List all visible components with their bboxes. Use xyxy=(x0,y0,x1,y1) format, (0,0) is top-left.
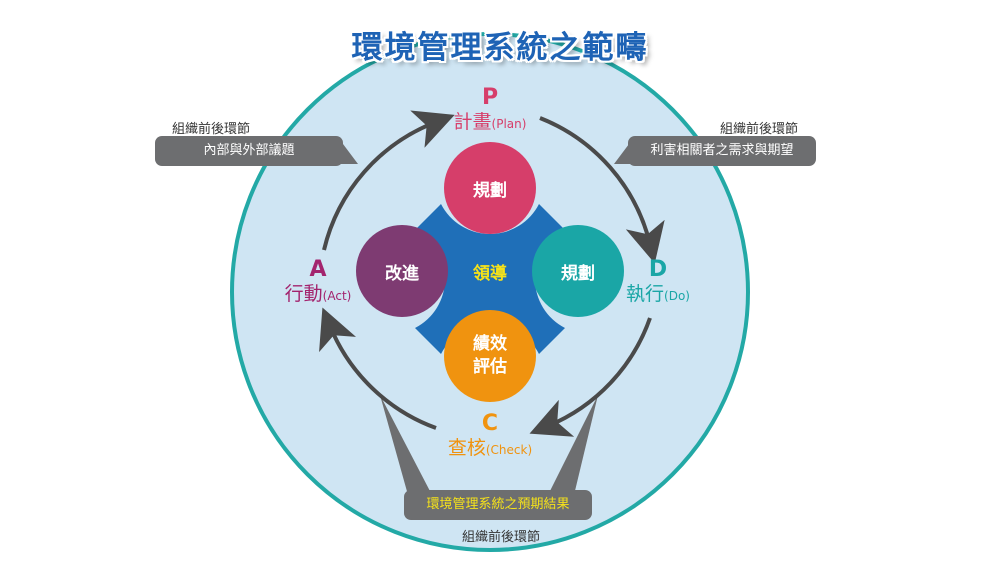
callout-bottom-box: 環境管理系統之預期結果 xyxy=(404,490,592,520)
phase-do: D 執行(Do) xyxy=(598,258,718,306)
phase-do-letter: D xyxy=(648,257,668,282)
circle-act-text: 改進 xyxy=(385,264,419,284)
phase-plan: P 計畫(Plan) xyxy=(430,86,550,134)
circle-plan xyxy=(444,142,536,234)
phase-do-label: 執行(Do) xyxy=(598,282,718,306)
phase-check: C 查核(Check) xyxy=(420,412,560,460)
phase-act-en: (Act) xyxy=(322,289,352,303)
circle-plan-text: 規劃 xyxy=(473,181,507,201)
phase-act: A 行動(Act) xyxy=(258,258,378,306)
callout-top-right-label: 組織前後環節 xyxy=(720,122,799,137)
phase-do-en: (Do) xyxy=(664,289,690,303)
phase-act-letter: A xyxy=(309,257,327,282)
phase-plan-label: 計畫(Plan) xyxy=(430,110,550,134)
diagram-title: 環境管理系統之範疇 xyxy=(351,30,649,66)
circle-do xyxy=(532,225,624,317)
circle-check-text: 績效 評估 xyxy=(444,333,536,379)
callout-pointer-top-left xyxy=(340,140,358,164)
arrow-plan-to-do xyxy=(539,116,665,264)
phase-check-label: 查核(Check) xyxy=(420,436,560,460)
leadership-label: 領導 xyxy=(473,264,507,284)
callout-top-left-box: 內部與外部議題 xyxy=(155,136,343,166)
callout-pointer-top-right xyxy=(614,140,632,164)
callout-top-right-box: 利害相關者之需求與期望 xyxy=(628,136,816,166)
arrow-act-to-plan xyxy=(322,110,455,251)
circle-check-line1: 績效 xyxy=(473,334,507,354)
phase-plan-name: 計畫 xyxy=(453,111,492,133)
phase-act-label: 行動(Act) xyxy=(258,282,378,306)
phase-check-letter: C xyxy=(481,411,499,436)
callout-pointer-bottom-left xyxy=(380,395,432,495)
callout-bottom-label: 組織前後環節 xyxy=(461,530,540,545)
phase-do-name: 執行 xyxy=(626,283,665,305)
phase-plan-letter: P xyxy=(481,85,499,110)
phase-plan-en: (Plan) xyxy=(491,117,527,131)
arrow-check-to-act xyxy=(319,307,437,430)
phase-act-name: 行動 xyxy=(284,283,323,305)
circle-check-line2: 評估 xyxy=(473,357,507,377)
phase-check-en: (Check) xyxy=(485,443,533,457)
circle-act xyxy=(356,225,448,317)
leadership-cross xyxy=(415,204,565,354)
callout-pointer-bottom-right xyxy=(548,395,598,495)
callout-top-left-label: 組織前後環節 xyxy=(172,122,251,137)
phase-check-name: 查核 xyxy=(447,437,486,459)
circle-check xyxy=(444,310,536,402)
circle-do-text: 規劃 xyxy=(561,264,595,284)
arrow-do-to-check xyxy=(529,317,652,437)
